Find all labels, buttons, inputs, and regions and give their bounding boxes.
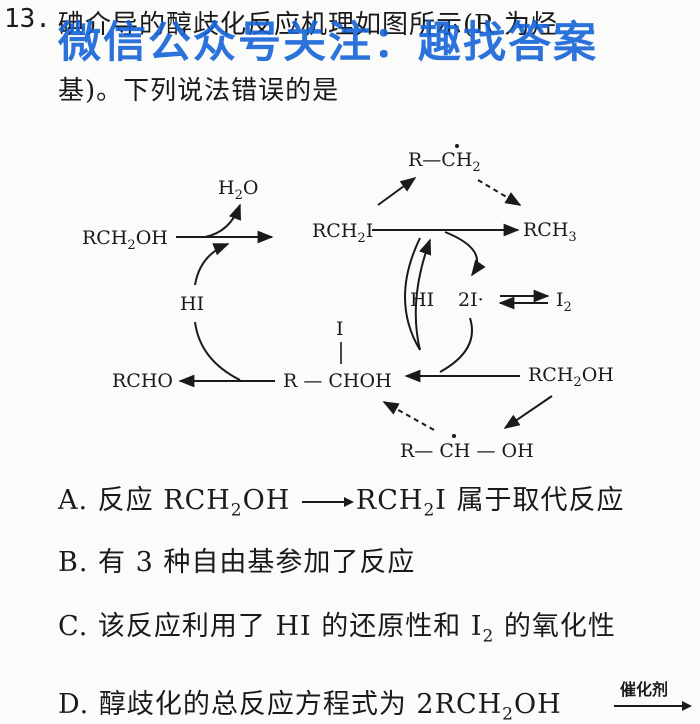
arrow-radical-to-iodohydrin [382, 401, 435, 431]
option-c: C. 该反应利用了 HI 的还原性和 I2 的氧化性 [58, 604, 616, 646]
arrow-release-water [204, 203, 241, 238]
methylene-radical-label: R—CH2 [408, 149, 481, 175]
arrow-radical-to-methane [477, 179, 522, 206]
question-stem-line2: 基)。下列说法错误的是 [58, 76, 340, 106]
iodine-radical-label: 2I· [458, 289, 484, 311]
option-d-tail: OH [513, 689, 562, 720]
hi-left-label: HI [180, 293, 204, 315]
option-a-prefix: A. 反应 RCH [58, 485, 231, 516]
radical-dot-ch2 [455, 144, 459, 148]
watermark-text: 微信公众号关注：趣找答案 [58, 18, 598, 68]
option-a-mid: OH [242, 485, 291, 516]
radical-dot-choh [452, 434, 456, 438]
arrow-loop-top [414, 238, 432, 351]
option-a-sub2: 2 [423, 500, 436, 521]
arrow-alcohol-to-radical [503, 395, 553, 429]
catalyst-label: 催化剂 [620, 680, 669, 699]
option-c-tail: 的氧化性 [494, 611, 616, 642]
iodine-substituent-label: I [336, 318, 344, 340]
rcho-label: RCHO [112, 370, 173, 392]
option-a-sub1: 2 [230, 500, 243, 521]
arrow-hi-from-hemiacetal [194, 321, 241, 381]
option-a-tail: I 属于取代反应 [435, 485, 625, 516]
arrow-loop-right [439, 317, 473, 373]
question-stem-line1: 碘介导的醇歧化反应机理如图所示(R 为烃 [58, 10, 558, 40]
question-number: 13. [4, 4, 51, 34]
h2o-label: H2O [218, 177, 258, 203]
option-c-prefix: C. 该反应利用了 HI 的还原性和 I [58, 611, 483, 642]
iodohydrin-label: R — CHOH [283, 370, 392, 392]
option-d: D. 醇歧化的总反应方程式为 2RCH2OH [58, 682, 562, 724]
hydroxy-radical-label: R— CH — OH [400, 440, 534, 462]
option-d-arrow [614, 701, 692, 711]
option-c-sub: 2 [482, 626, 495, 647]
option-d-sub: 2 [502, 704, 514, 724]
rch2oh-right-label: RCH2OH [528, 364, 614, 390]
option-a-arrow [301, 496, 354, 507]
arrow-hi-up [194, 243, 230, 286]
rch2oh-left-label: RCH2OH [82, 227, 168, 253]
rch3-label: RCH3 [523, 219, 577, 245]
arrow-iodide-to-radical [377, 177, 417, 206]
i2-label: I2 [556, 289, 572, 315]
option-a: A. 反应 RCH2OH RCH2I 属于取代反应 [58, 478, 625, 520]
arrow-loop-left [404, 237, 421, 351]
arrow-loop-down [444, 231, 486, 277]
rch2i-label: RCH2I [312, 220, 373, 246]
hi-right-label: HI [410, 289, 434, 311]
option-a-target: RCH [355, 485, 424, 516]
option-d-prefix: D. 醇歧化的总反应方程式为 2RCH [58, 689, 503, 720]
mechanism-diagram: RCH2OH H2O RCH2I R—CH2 RCH3 HI 2I· I2 HI… [82, 144, 614, 462]
option-b: B. 有 3 种自由基参加了反应 [58, 547, 416, 578]
